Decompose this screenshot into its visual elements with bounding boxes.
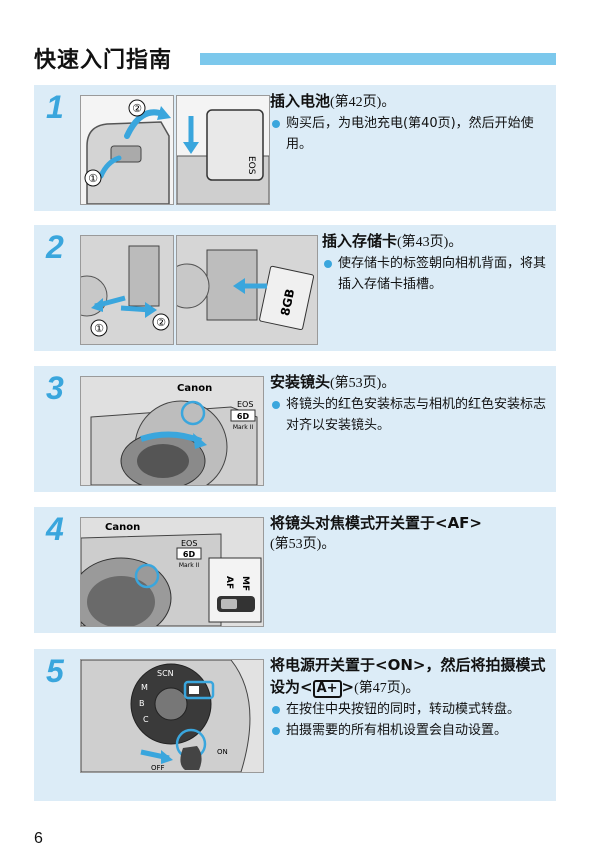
- svg-text:C: C: [143, 715, 149, 724]
- mf-label: MF: [240, 576, 250, 591]
- svg-text:B: B: [139, 699, 145, 708]
- step-4: 4 Canon EOS 6D Mark II AF MF 将镜头对焦模式开关置于…: [34, 507, 556, 633]
- step-number: 2: [46, 229, 64, 265]
- bullet-item: 将镜头的红色安装标志与相机的红色安装标志对齐以安装镜头。: [270, 394, 550, 436]
- model-badge: 6D: [183, 550, 196, 559]
- step-number: 4: [46, 511, 64, 547]
- model-text: EOS: [237, 400, 253, 409]
- on-label: ON: [217, 748, 228, 756]
- scene-intelligent-auto-icon: A+: [312, 680, 342, 698]
- step-heading: 安装镜头: [270, 373, 331, 391]
- title-bar: [200, 53, 556, 65]
- bullet-item: 使存储卡的标签朝向相机背面，将其插入存储卡插槽。: [322, 253, 550, 295]
- card-insert-illustration: 8GB: [176, 235, 318, 345]
- model-mark: Mark II: [179, 562, 199, 569]
- callout-1: ①: [88, 172, 98, 185]
- off-label: OFF: [151, 764, 165, 772]
- callout-2: ②: [156, 316, 166, 329]
- card-label: 8GB: [278, 287, 297, 317]
- svg-text:SCN: SCN: [157, 669, 174, 678]
- step-number: 1: [46, 89, 64, 125]
- step-1: 1 ② ① EOS 插入电池(第42页)。 购买后，为电池充电(第40页)，然后…: [34, 85, 556, 211]
- step-4-text: 将镜头对焦模式开关置于<AF> (第53页)。: [270, 513, 550, 555]
- callout-2: ②: [132, 102, 142, 115]
- page-ref: (第43页)。: [397, 235, 463, 250]
- model-badge: 6D: [237, 412, 250, 421]
- focus-switch-illustration: Canon EOS 6D Mark II AF MF: [80, 517, 264, 627]
- page-title: 快速入门指南: [34, 48, 173, 73]
- bullet-item: 拍摄需要的所有相机设置会自动设置。: [270, 720, 552, 741]
- brand-logo-text: Canon: [177, 383, 212, 394]
- page-ref: (第42页)。: [330, 95, 396, 110]
- af-label: AF: [224, 576, 234, 589]
- step-heading: 插入存储卡: [322, 232, 398, 250]
- step-3: 3 Canon EOS 6D Mark II 安装镜头(第53页)。 将镜头的红…: [34, 366, 556, 492]
- page-ref: (第47页)。: [354, 681, 420, 696]
- lens-mount-illustration: Canon EOS 6D Mark II: [80, 376, 264, 486]
- step-heading-end: >: [341, 678, 355, 696]
- page-ref: (第53页)。: [270, 537, 336, 552]
- bullet-item: 购买后，为电池充电(第40页)，然后开始使用。: [270, 113, 550, 155]
- brand-logo-text: Canon: [105, 522, 140, 533]
- page-ref: (第53页)。: [330, 376, 396, 391]
- step-2-text: 插入存储卡(第43页)。 使存储卡的标签朝向相机背面，将其插入存储卡插槽。: [322, 231, 550, 295]
- step-3-text: 安装镜头(第53页)。 将镜头的红色安装标志与相机的红色安装标志对齐以安装镜头。: [270, 372, 550, 436]
- battery-open-illustration: ② ①: [80, 95, 174, 205]
- step-heading: 将镜头对焦模式开关置于<AF>: [270, 514, 482, 532]
- battery-insert-illustration: EOS: [176, 95, 270, 205]
- step-1-text: 插入电池(第42页)。 购买后，为电池充电(第40页)，然后开始使用。: [270, 91, 550, 155]
- step-heading: 插入电池: [270, 92, 331, 110]
- card-slot-open-illustration: ① ②: [80, 235, 174, 345]
- step-5-text: 将电源开关置于<ON>，然后将拍摄模式设为<A+>(第47页)。 在按住中央按钮…: [270, 655, 552, 741]
- callout-1: ①: [94, 322, 104, 335]
- battery-label: EOS: [246, 156, 256, 175]
- step-number: 5: [46, 653, 64, 689]
- step-number: 3: [46, 370, 64, 406]
- bullet-item: 在按住中央按钮的同时，转动模式转盘。: [270, 699, 552, 720]
- page-number: 6: [34, 830, 43, 847]
- svg-text:M: M: [141, 683, 148, 692]
- model-text: EOS: [181, 539, 197, 548]
- model-mark: Mark II: [233, 424, 253, 431]
- step-heading: 将电源开关置于<ON>，然后将拍摄模式设为<: [270, 656, 546, 696]
- step-2: 2 ① ② 8GB 插入存储卡(第43页: [34, 225, 556, 351]
